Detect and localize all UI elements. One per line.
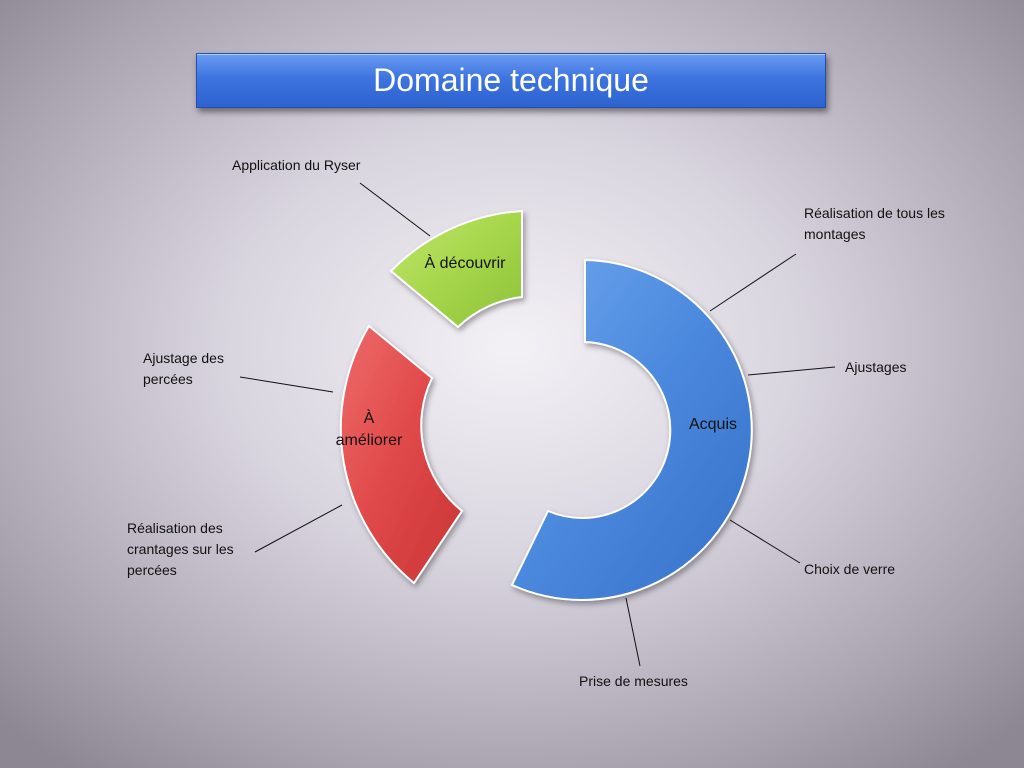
label-ameliorer: À améliorer: [335, 410, 403, 449]
callout-ajustage-percees: Ajustage des percées: [143, 350, 224, 387]
leader-ajustage-percees: [239, 376, 334, 393]
segment-acquis: [510, 258, 753, 601]
segment-decouvrir: [389, 209, 523, 329]
callout-choix-verre: Choix de verre: [804, 561, 896, 577]
label-acquis: Acquis: [688, 416, 738, 433]
leader-prise-mesures: [625, 597, 641, 667]
slide-title: Domaine technique: [373, 62, 649, 98]
leader-ajustages: [747, 366, 836, 376]
leader-realisation-crantages: [254, 504, 343, 553]
label-decouvrir: À découvrir: [424, 255, 506, 272]
segment-ameliorer: [339, 324, 464, 585]
title-banner: Domaine technique: [196, 53, 826, 108]
leader-application-ryser: [359, 182, 431, 237]
callout-realisation-montages: Réalisation de tous les montages: [804, 205, 945, 242]
leader-realisation-montages: [709, 253, 797, 312]
callout-ajustages: Ajustages: [845, 359, 907, 375]
callout-realisation-crantages: Réalisation des crantages sur les percée…: [127, 520, 234, 578]
callout-application-ryser: Application du Ryser: [232, 157, 361, 173]
callout-prise-mesures: Prise de mesures: [579, 673, 688, 689]
leader-choix-verre: [729, 519, 801, 564]
